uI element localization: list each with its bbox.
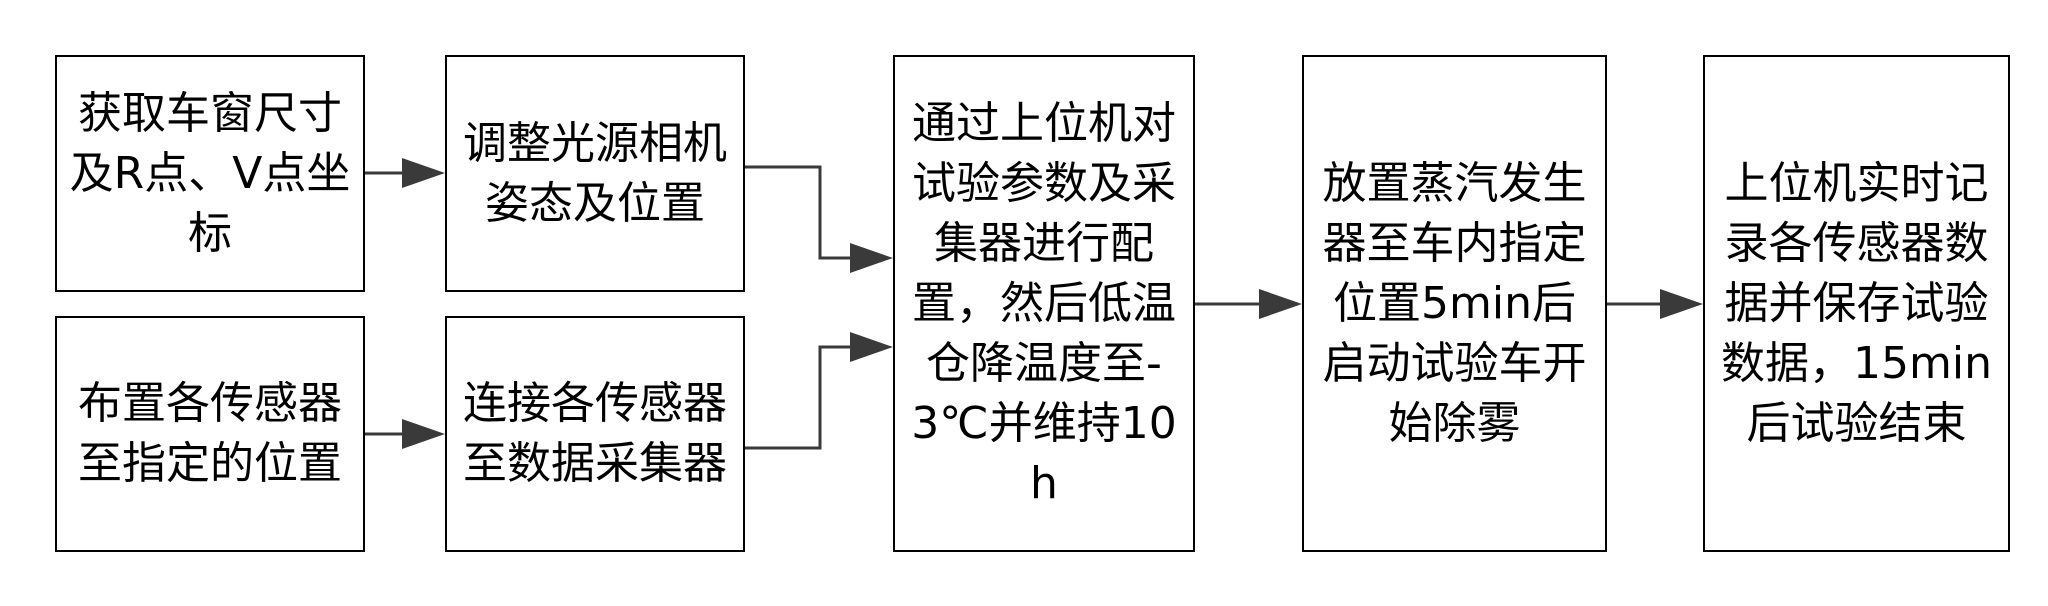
- arrowhead-b5-upper: [850, 243, 893, 273]
- step-label: 放置蒸汽发生器至车内指定位置5min后启动试验车开始除雾: [1322, 157, 1587, 449]
- arrowhead-b4: [402, 419, 445, 449]
- step-label: 通过上位机对试验参数及采集器进行配置，然后低温仓降温度至-3℃并维持10h: [911, 97, 1177, 509]
- connector-b3-b5: [745, 165, 852, 260]
- connector-b4-b5: [745, 345, 852, 450]
- arrowhead-b5-lower: [850, 332, 893, 362]
- step-configure-and-cool: 通过上位机对试验参数及采集器进行配置，然后低温仓降温度至-3℃并维持10h: [893, 55, 1195, 552]
- step-record-and-finish: 上位机实时记录各传感器数据并保存试验数据，15min后试验结束: [1703, 55, 2010, 552]
- arrowhead-b3: [402, 158, 445, 188]
- step-label: 获取车窗尺寸及R点、V点坐标: [69, 87, 351, 259]
- step-adjust-camera: 调整光源相机姿态及位置: [445, 55, 745, 292]
- step-label: 上位机实时记录各传感器数据并保存试验数据，15min后试验结束: [1721, 157, 1992, 449]
- step-label: 连接各传感器至数据采集器: [463, 378, 727, 489]
- step-label: 调整光源相机姿态及位置: [463, 117, 727, 229]
- step-get-window-size: 获取车窗尺寸及R点、V点坐标: [55, 55, 365, 292]
- step-place-sensors: 布置各传感器至指定的位置: [55, 316, 365, 552]
- step-label: 布置各传感器至指定的位置: [78, 378, 342, 489]
- arrowhead-b6: [1259, 289, 1302, 319]
- step-connect-sensors: 连接各传感器至数据采集器: [445, 316, 745, 552]
- arrowhead-b7: [1660, 289, 1703, 319]
- step-steam-and-defog: 放置蒸汽发生器至车内指定位置5min后启动试验车开始除雾: [1302, 55, 1607, 552]
